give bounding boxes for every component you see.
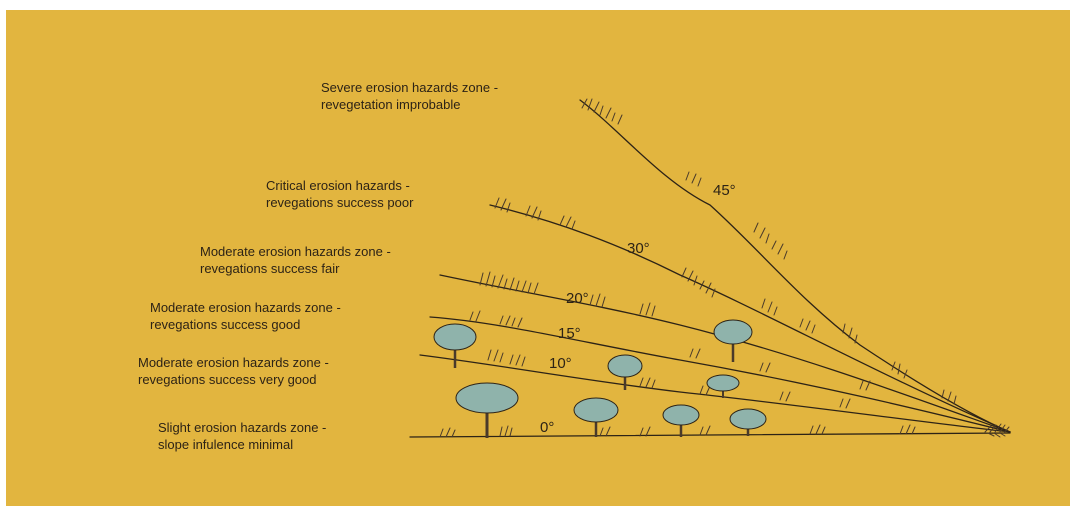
grass-tuft (686, 172, 701, 186)
grass-tuft (582, 99, 622, 124)
slope-line-20 (440, 275, 1010, 432)
zone-title: Slight erosion hazards zone - (158, 419, 326, 436)
angle-label-10: 10° (549, 355, 572, 372)
slope-line-30 (490, 205, 1010, 432)
tree (456, 383, 518, 438)
grass-tuft (762, 299, 815, 333)
grass-tuft (480, 272, 538, 294)
tree (574, 398, 618, 437)
zone-label-slight: Slight erosion hazards zone - slope infu… (158, 419, 326, 453)
angle-label-30: 30° (627, 240, 650, 257)
zone-label-moderate-very-good: Moderate erosion hazards zone - revegati… (138, 354, 329, 388)
zone-description: revegations success fair (200, 260, 391, 277)
grass-tuft (754, 223, 787, 259)
zone-title: Severe erosion hazards zone - (321, 79, 498, 96)
angle-label-20: 20° (566, 290, 589, 307)
zone-label-moderate-fair: Moderate erosion hazards zone - revegati… (200, 243, 391, 277)
zone-label-critical: Critical erosion hazards - revegations s… (266, 177, 413, 211)
angle-label-45: 45° (713, 182, 736, 199)
tree (663, 405, 699, 437)
grass-tuft (495, 198, 575, 229)
grass-tuft (682, 268, 715, 297)
tree (707, 375, 739, 398)
zone-description: revegetation improbable (321, 96, 498, 113)
zone-description: revegations success poor (266, 194, 413, 211)
zone-label-severe: Severe erosion hazards zone - revegetati… (321, 79, 498, 113)
zone-title: Moderate erosion hazards zone - (150, 299, 341, 316)
angle-label-0: 0° (540, 419, 554, 436)
zone-title: Moderate erosion hazards zone - (200, 243, 391, 260)
tree-group (434, 320, 766, 438)
angle-label-15: 15° (558, 325, 581, 342)
zone-description: slope infulence minimal (158, 436, 326, 453)
tree (714, 320, 752, 362)
zone-description: revegations success very good (138, 371, 329, 388)
tree (730, 409, 766, 436)
zone-description: revegations success good (150, 316, 341, 333)
zone-title: Critical erosion hazards - (266, 177, 413, 194)
zone-title: Moderate erosion hazards zone - (138, 354, 329, 371)
grass-tuft (590, 294, 655, 316)
zone-label-moderate-good: Moderate erosion hazards zone - revegati… (150, 299, 341, 333)
tree (608, 355, 642, 390)
